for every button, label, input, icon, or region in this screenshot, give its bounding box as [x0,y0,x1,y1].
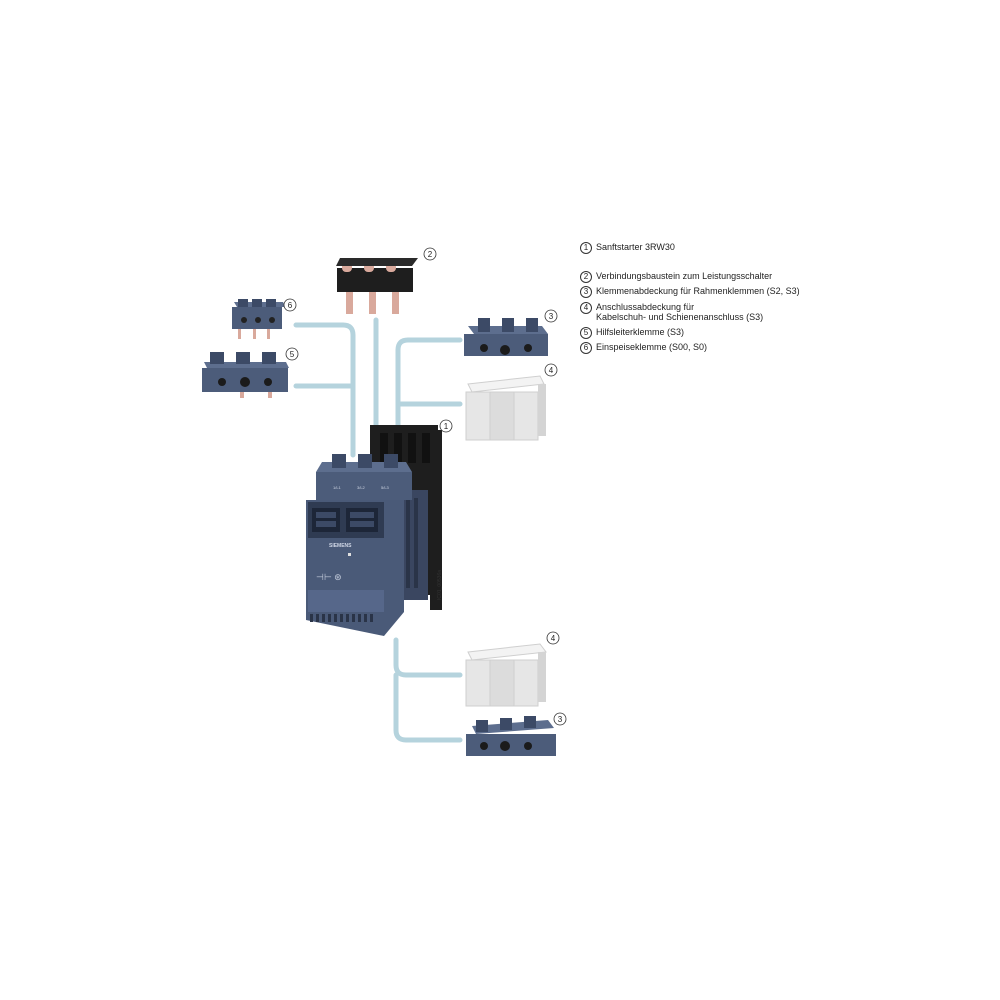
terminal-label-3: 5/L3 [381,485,390,490]
callout-4-top: 4 [544,363,558,377]
part-2-verbindungsbaustein [336,258,418,314]
legend-item-1: 1 Sanftstarter 3RW30 [580,242,675,254]
leader-line-6 [293,322,356,458]
callout-3-top: 3 [544,309,558,323]
callout-4-bottom: 4 [546,631,560,645]
legend-item-2: 2 Verbindungsbaustein zum Leistungsschal… [580,271,772,283]
callout-6: 6 [283,298,297,312]
svg-text:1: 1 [444,422,449,431]
legend-text: Klemmenabdeckung für Rahmenklemmen (S2, … [596,286,800,296]
document-id: IC01_00536a [437,569,443,600]
svg-text:3: 3 [558,715,563,724]
callouts: 2 6 3 5 4 1 4 3 [283,247,567,726]
svg-text:3: 3 [549,312,554,321]
legend-text: Anschlussabdeckung für Kabelschuh- und S… [596,302,764,322]
legend-text: Hilfsleiterklemme (S3) [596,327,685,337]
terminal-label-1: 1/L1 [333,485,342,490]
legend-number: 4 [580,302,592,314]
control-symbols: ⊣⊢ ⊛ [316,572,342,582]
part-5-hilfsleiterklemme [202,352,289,398]
legend-item-5: 5 Hilfsleiterklemme (S3) [580,327,684,339]
leader-line-4-bottom [393,637,463,678]
legend-number: 1 [580,242,592,254]
legend-item-6: 6 Einspeiseklemme (S00, S0) [580,342,707,354]
legend-number: 6 [580,342,592,354]
legend-item-4: 4 Anschlussabdeckung für Kabelschuh- und… [580,302,763,322]
brand-label: SIEMENS [329,543,352,549]
leader-line-3-top [395,337,463,458]
legend-text: Sanftstarter 3RW30 [596,242,675,252]
leader-lines [293,317,463,743]
callout-3-bottom: 3 [553,712,567,726]
svg-text:4: 4 [551,634,556,643]
legend-item-3: 3 Klemmenabdeckung für Rahmenklemmen (S2… [580,286,800,298]
bottom-vents [310,614,373,622]
callout-2: 2 [423,247,437,261]
svg-text:5: 5 [290,350,295,359]
part-4-anschlussabdeckung-bottom [465,643,547,707]
legend-number: 3 [580,286,592,298]
part-6-einspeiseklemme [232,299,286,339]
callout-5: 5 [285,347,299,361]
svg-text:2: 2 [428,250,433,259]
part-3-klemmenabdeckung-top [464,318,548,356]
svg-text:6: 6 [288,301,293,310]
callout-1: 1 [439,419,453,433]
legend-text: Einspeiseklemme (S00, S0) [596,342,708,352]
part-4-anschlussabdeckung-top [465,375,546,441]
part-3-klemmenabdeckung-bottom [466,716,556,756]
part-1-sanftstarter: 1/L1 3/L2 5/L3 SIEMENS ⊣⊢ ⊛ [306,425,442,636]
terminal-label-2: 3/L2 [357,485,366,490]
legend-text: Verbindungsbaustein zum Leistungsschalte… [596,271,773,281]
leader-line-3-bottom [393,672,463,743]
legend-number: 5 [580,327,592,339]
legend-number: 2 [580,271,592,283]
svg-text:4: 4 [549,366,554,375]
